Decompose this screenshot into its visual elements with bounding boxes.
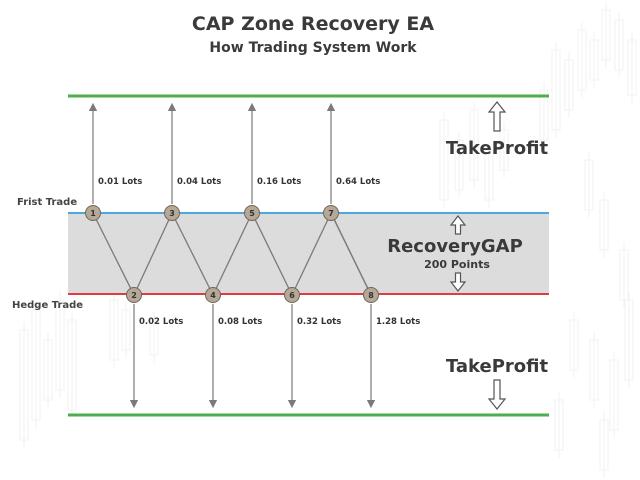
lot-size-label: 1.28 Lots <box>376 317 420 327</box>
candle-body <box>109 299 119 361</box>
hedge-trade-label: Hedge Trade <box>12 300 83 311</box>
candle-body <box>55 299 65 391</box>
candle-body <box>564 59 574 111</box>
trade-node-number: 3 <box>169 209 175 218</box>
zigzag-segment <box>133 212 173 296</box>
candle-body <box>599 199 609 251</box>
trade-node-number: 4 <box>210 291 216 300</box>
diagram-subtitle: How Trading System Work <box>209 40 417 56</box>
lot-size-label: 0.02 Lots <box>139 317 183 327</box>
trade-node <box>126 287 142 303</box>
arrow-down-icon <box>449 272 467 292</box>
candle-body <box>609 359 619 431</box>
candle-body <box>589 339 599 401</box>
candle-body <box>619 249 629 301</box>
candle-body <box>43 339 53 401</box>
candle-body <box>589 39 599 81</box>
recovery-gap-band <box>68 213 549 294</box>
trade-paths: 0.01 Lots 0.02 Lots 0.04 Lots 0.08 Lots 0.16… <box>88 102 420 409</box>
candle-body <box>584 159 594 211</box>
trade-node-number: 2 <box>131 291 137 300</box>
arrow-up-icon <box>449 215 467 235</box>
zigzag-segment <box>291 212 332 296</box>
candle-body <box>601 9 611 61</box>
lot-size-label: 0.01 Lots <box>98 177 142 187</box>
background-candles-decoration <box>19 2 637 478</box>
candle-body <box>554 399 564 451</box>
trade-node <box>323 205 339 221</box>
candle-body <box>614 19 624 71</box>
trade-node-number: 1 <box>90 209 96 218</box>
candle-body <box>569 319 579 371</box>
candle-body <box>499 129 509 171</box>
trade-node <box>244 205 260 221</box>
candle-body <box>599 419 609 471</box>
lot-size-label: 0.32 Lots <box>297 317 341 327</box>
candle-body <box>539 89 549 141</box>
lot-size-label: 0.04 Lots <box>177 177 221 187</box>
trade-node-number: 7 <box>328 209 334 218</box>
diagram-title: CAP Zone Recovery EA <box>192 13 434 35</box>
zigzag-segment <box>330 212 372 296</box>
zigzag-segment <box>171 212 214 296</box>
candle-body <box>454 139 464 191</box>
trade-nodes: 1 2 3 4 5 6 7 8 <box>85 205 379 303</box>
candle-body <box>469 109 479 181</box>
trade-node-number: 8 <box>368 291 374 300</box>
trade-node <box>205 287 221 303</box>
candle-body <box>149 319 159 356</box>
take-profit-top-label: TakeProfit <box>446 138 549 159</box>
zigzag-segment <box>251 212 293 296</box>
arrow-up-icon <box>487 101 507 132</box>
trade-node <box>164 205 180 221</box>
lot-size-label: 0.08 Lots <box>218 317 262 327</box>
lot-size-label: 0.64 Lots <box>336 177 380 187</box>
zigzag-segment <box>212 212 253 296</box>
trade-node <box>284 287 300 303</box>
candle-body <box>439 119 449 201</box>
trade-node <box>363 287 379 303</box>
candle-body <box>624 299 634 381</box>
arrow-down-icon <box>487 379 507 410</box>
candle-body <box>551 49 561 131</box>
lot-size-label: 0.16 Lots <box>257 177 301 187</box>
candle-body <box>67 319 77 411</box>
zigzag-segment <box>92 212 135 296</box>
trade-node-number: 5 <box>249 209 255 218</box>
candle-body <box>627 39 637 96</box>
take-profit-bottom-label: TakeProfit <box>446 356 549 377</box>
trade-node-number: 6 <box>289 291 295 300</box>
gap-points-label: 200 Points <box>424 258 490 271</box>
candle-body <box>484 149 494 201</box>
candle-body <box>31 309 41 421</box>
trade-node <box>85 205 101 221</box>
candle-body <box>577 29 587 91</box>
candle-body <box>121 309 131 351</box>
first-trade-label: Frist Trade <box>17 197 77 208</box>
candle-body <box>19 329 29 441</box>
recovery-gap-label: RecoveryGAP <box>387 236 523 257</box>
